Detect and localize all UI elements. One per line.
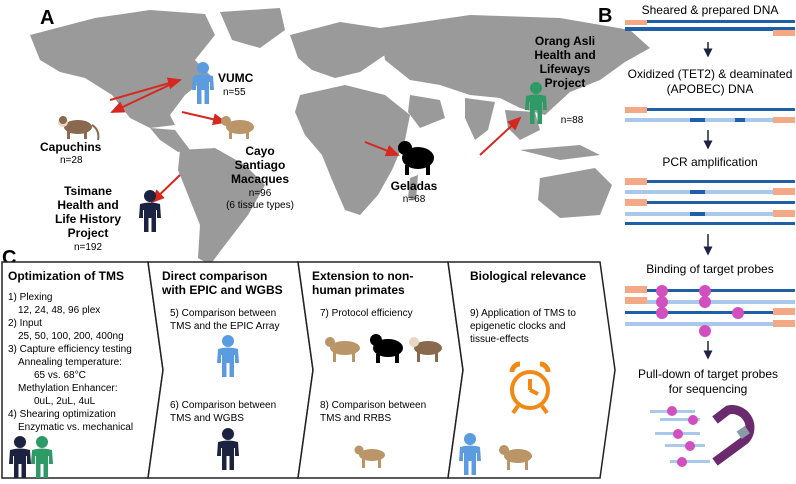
box3-item2-1: 8) Comparison between: [320, 400, 426, 411]
box2-item1-1: 5) Comparison between: [170, 308, 276, 319]
gelada-icon: [398, 141, 434, 175]
box3-macaque-icon-2: [354, 445, 385, 468]
tsimane-label-1: Tsimane: [64, 184, 112, 198]
site-arrows: [109, 77, 522, 204]
tsimane-label-2: Health and: [57, 198, 118, 212]
dna-sheared: [625, 20, 795, 36]
box1-line-8: Methylation Enhancer:: [18, 383, 118, 394]
box3-capuchin-icon: [409, 337, 442, 362]
cayo-label-2: Santiago: [235, 158, 286, 172]
box1-line-10: 4) Shearing optimization: [8, 409, 116, 420]
box1-line-6: Annealing temperature:: [18, 357, 122, 368]
macaque-icon: [221, 116, 254, 139]
capuchins-count: n=28: [60, 155, 83, 166]
geladas-label: Geladas: [391, 179, 438, 193]
step-sheared-dna: Sheared & prepared DNA: [642, 3, 779, 17]
tsimane-label-3: Life History: [55, 212, 121, 226]
step-pulldown-2: for sequencing: [669, 382, 748, 396]
box2-item2-2: TMS and WGBS: [170, 413, 244, 424]
box3-item1-1: 7) Protocol efficiency: [320, 308, 413, 319]
vumc-label: VUMC: [218, 71, 254, 85]
box1-line-7: 65 vs. 68°C: [34, 370, 86, 381]
orang-asli-label-1: Orang Asli: [535, 34, 595, 48]
orang-asli-label-4: Project: [545, 76, 586, 90]
box1-line-11: Enzymatic vs. mechanical: [18, 422, 133, 433]
panel-a-letter: A: [40, 7, 54, 29]
tsimane-count: n=192: [74, 242, 103, 253]
pulldown-illustration: [650, 406, 710, 467]
magnet-icon: [712, 405, 755, 466]
step-pcr: PCR amplification: [662, 155, 757, 169]
box2-title-2: with EPIC and WGBS: [161, 283, 283, 297]
capuchin-icon: [58, 116, 100, 141]
box1-line-4: 25, 50, 100, 200, 400ng: [18, 331, 124, 342]
box4-item1-1: 9) Application of TMS to: [470, 308, 576, 319]
box4-item1-3: tissue-effects: [470, 334, 529, 345]
box1-line-2: 12, 24, 48, 96 plex: [18, 305, 100, 316]
panel-a-world-map: [30, 8, 650, 265]
panel-c-workflow: [1, 261, 616, 479]
box1-title: Optimization of TMS: [8, 269, 124, 283]
box4-title: Biological relevance: [470, 269, 586, 283]
orang-asli-label-3: Lifeways: [540, 62, 591, 76]
capuchins-label: Capuchins: [40, 140, 102, 154]
cayo-note: (6 tissue types): [226, 200, 294, 211]
dna-pcr: [625, 178, 795, 225]
box3-gelada-icon: [370, 334, 403, 363]
vumc-count: n=55: [223, 87, 246, 98]
box1-line-5: 3) Capture efficiency testing: [8, 344, 132, 355]
step-oxidized-2: (APOBEC) DNA: [667, 82, 754, 96]
dna-converted: [625, 107, 795, 123]
geladas-count: n=68: [403, 194, 426, 205]
box4-macaque-icon: [499, 445, 532, 470]
box4-item1-2: epigenetic clocks and: [470, 321, 566, 332]
box3-title-2: human primates: [312, 283, 405, 297]
box3-title-1: Extension to non-: [312, 269, 413, 283]
step-oxidized-1: Oxidized (TET2) & deaminated: [628, 67, 793, 81]
cayo-label-1: Cayo: [245, 144, 274, 158]
step-pulldown-1: Pull-down of target probes: [638, 367, 778, 381]
box1-line-1: 1) Plexing: [8, 292, 52, 303]
step-binding: Binding of target probes: [646, 262, 773, 276]
box1-line-9: 0uL, 2uL, 4uL: [34, 396, 96, 407]
box1-line-3: 2) Input: [8, 318, 42, 329]
box3-macaque-icon: [325, 337, 360, 362]
box3-item2-2: TMS and RRBS: [320, 413, 391, 424]
box2-item2-1: 6) Comparison between: [170, 400, 276, 411]
dna-probes: [625, 285, 795, 337]
panel-b-letter: B: [598, 5, 612, 27]
orang-asli-count: n=88: [561, 115, 584, 126]
box2-item1-2: TMS and the EPIC Array: [170, 321, 280, 332]
orang-asli-label-2: Health and: [534, 48, 595, 62]
cayo-label-3: Macaques: [231, 172, 289, 186]
cayo-count: n=96: [249, 188, 272, 199]
box2-title-1: Direct comparison: [162, 269, 267, 283]
tsimane-label-4: Project: [68, 226, 109, 240]
alarm-clock-icon: [509, 361, 551, 415]
